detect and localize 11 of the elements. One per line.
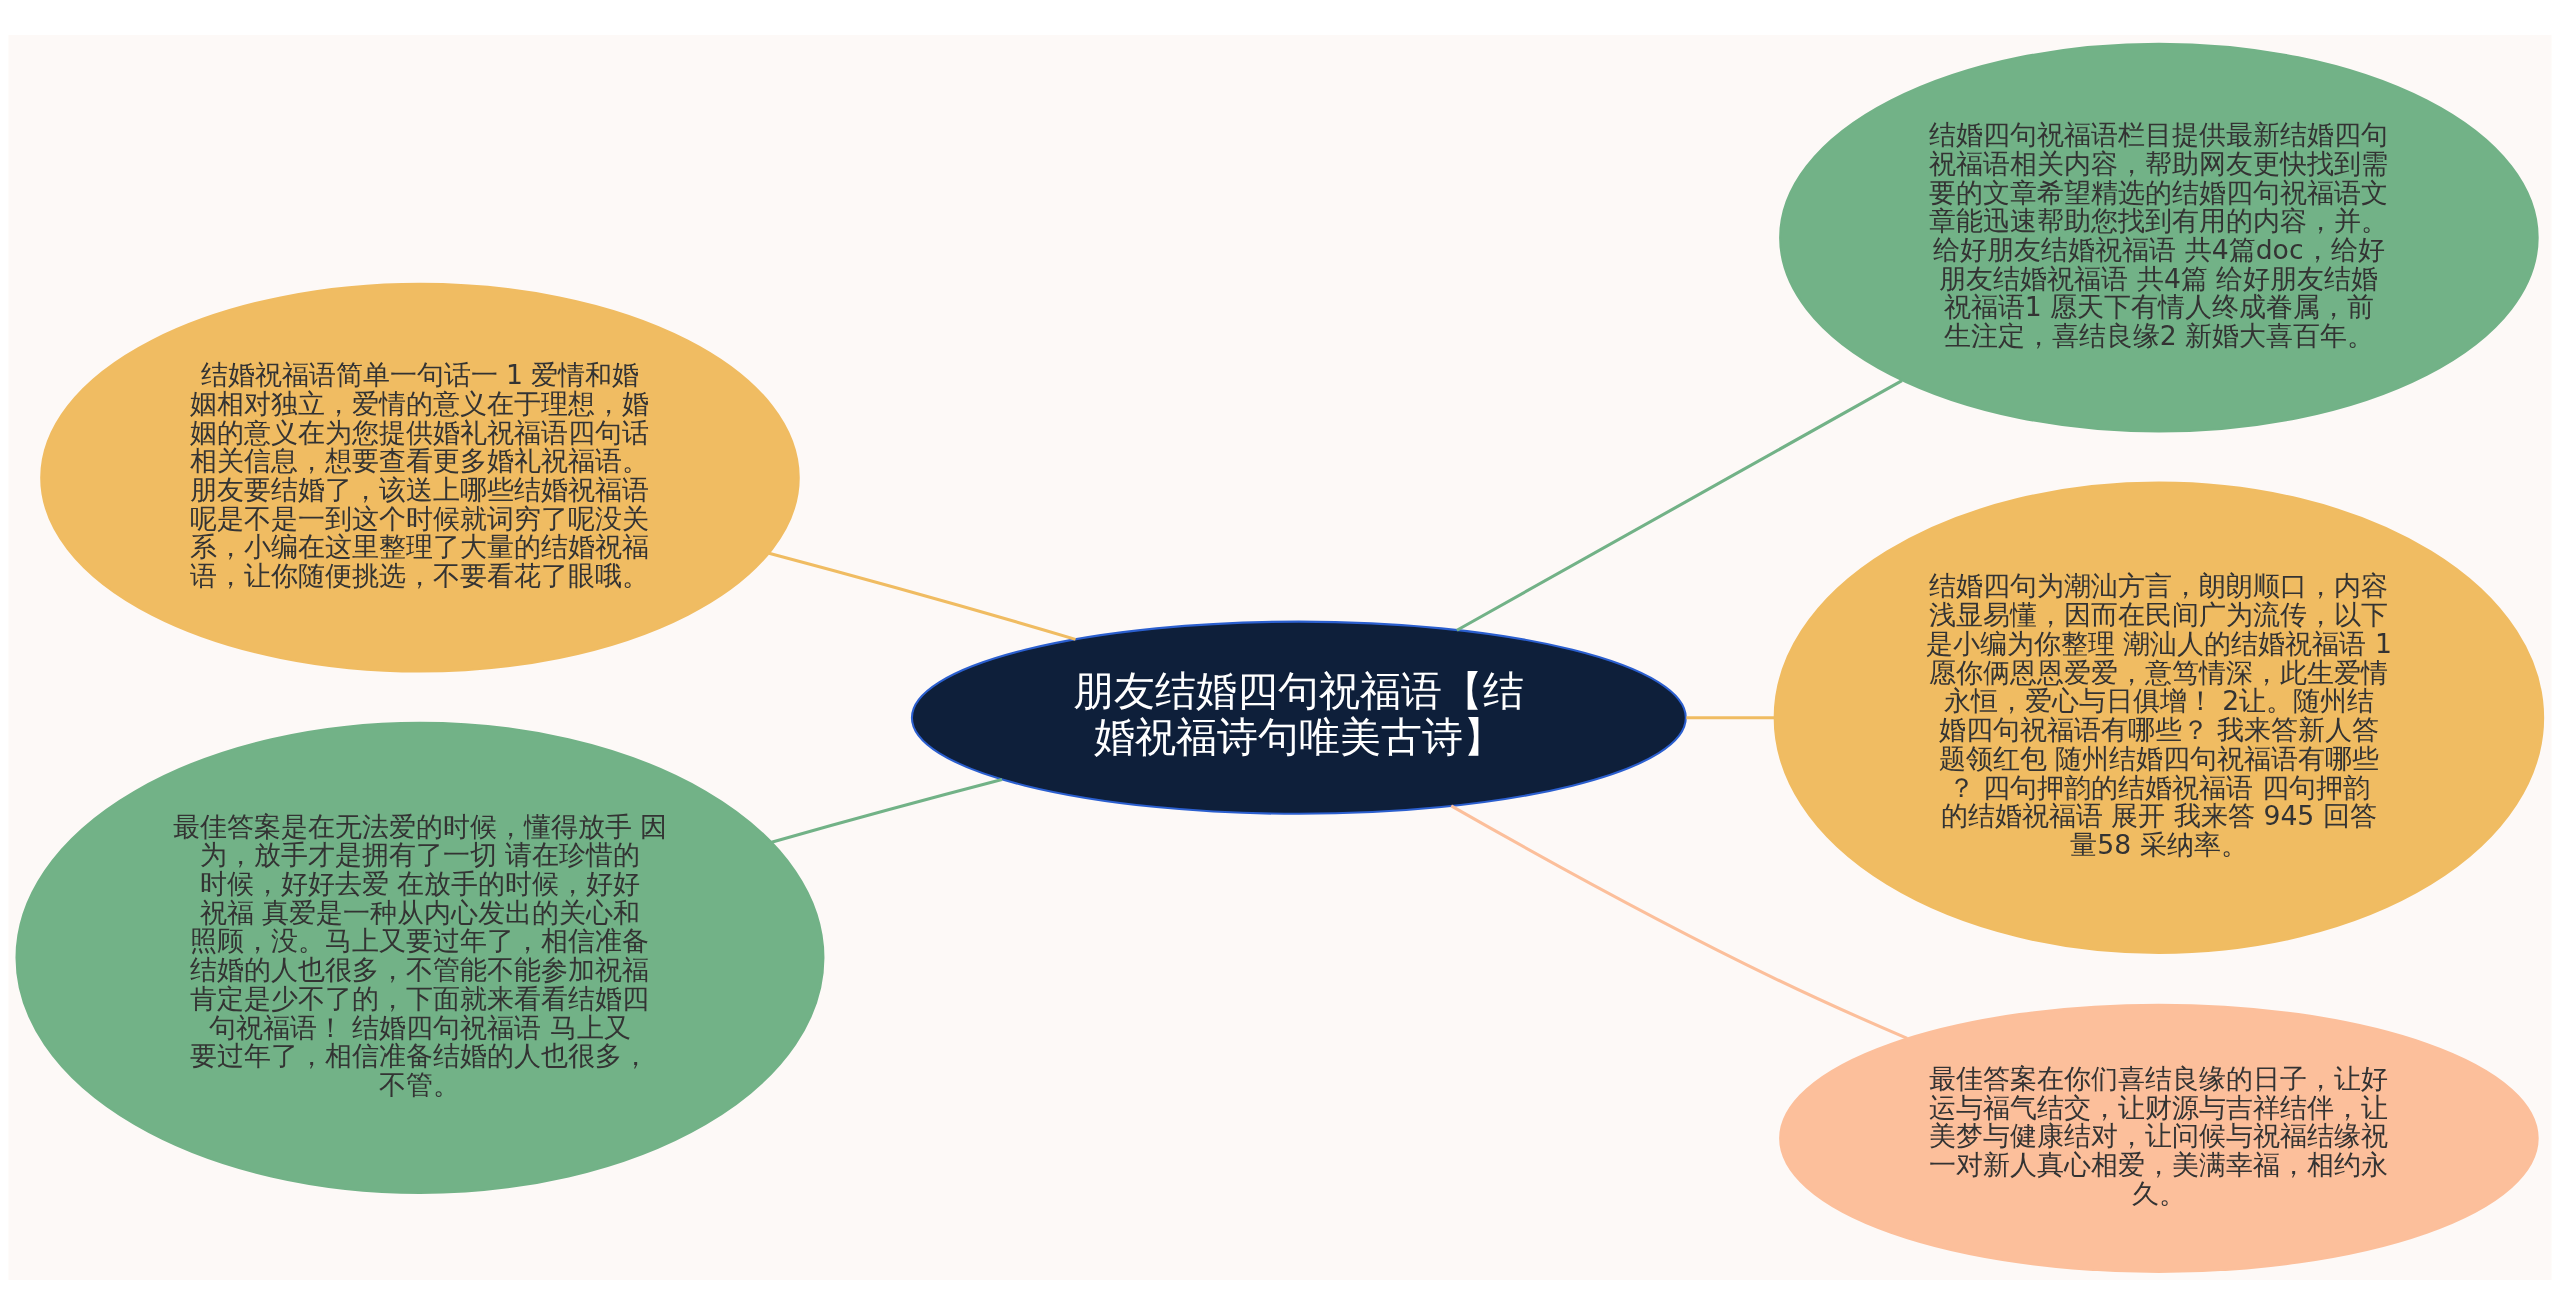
node-ellipse: 朋友结婚四句祝福语【结婚祝福诗句唯美古诗】 — [910, 620, 1687, 815]
node-ellipse: 结婚四句为潮汕方言，朗朗顺口，内容浅显易懂，因而在民间广为流传，以下是小编为你整理 潮汕人的结婚祝福语 1愿你俩恩恩爱爱，意笃情深，此生爱情永恒，爱心与日俱增！ 2让。随州结婚四句祝福语有哪些？ 我来答新人答题领红包 随州结婚四句祝福语有哪些？ 四句押韵的结婚祝福语 四句押韵的结婚祝福语 展开 我来答 945 回答量58 采纳率。 — [1773, 481, 2545, 954]
connector — [1450, 804, 1908, 1040]
connector — [1686, 716, 1775, 720]
connector — [771, 778, 1003, 844]
node-ellipse: 最佳答案是在无法爱的时候，懂得放手 因为，放手才是拥有了一切 请在珍惜的时候，好好去爱 在放手的时候，好好祝福 真爱是一种从内心发出的关心和照顾，没。马上又要过年了，相信准备结婚的人也很多，不管能不能参加祝福肯定是少不了的，下面就来看看结婚四句祝福语！ 结婚四句祝福语 马上又要过年了，相信准备结婚的人也很多，不管。 — [15, 721, 825, 1194]
node-ellipse: 最佳答案在你们喜结良缘的日子，让好运与福气结交，让财源与吉祥结伴，让美梦与健康结对，让问候与祝福结缘祝一对新人真心相爱，美满幸福，相约永久。 — [1779, 1003, 2539, 1273]
connector — [1456, 379, 1903, 632]
connector — [768, 551, 1076, 641]
node-ellipse: 结婚四句祝福语栏目提供最新结婚四句祝福语相关内容，帮助网友更快找到需要的文章希望精选的结婚四句祝福语文章能迅速帮助您找到有用的内容，并。给好朋友结婚祝福语 共4篇doc，给好朋友结婚祝福语 共4篇 给好朋友结婚祝福语1 愿天下有情人终成眷属，前生注定，喜结良缘2 新婚大喜百年。 — [1779, 42, 2539, 433]
node-ellipse: 结婚祝福语简单一句话一 1 爱情和婚姻相对独立，爱情的意义在于理想，婚姻的意义在为您提供婚礼祝福语四句话相关信息，想要查看更多婚礼祝福语。朋友要结婚了，该送上哪些结婚祝福语呢是不是一到这个时候就词穷了呢没关系，小编在这里整理了大量的结婚祝福语，让你随便挑选，不要看花了眼哦。 — [40, 282, 800, 673]
